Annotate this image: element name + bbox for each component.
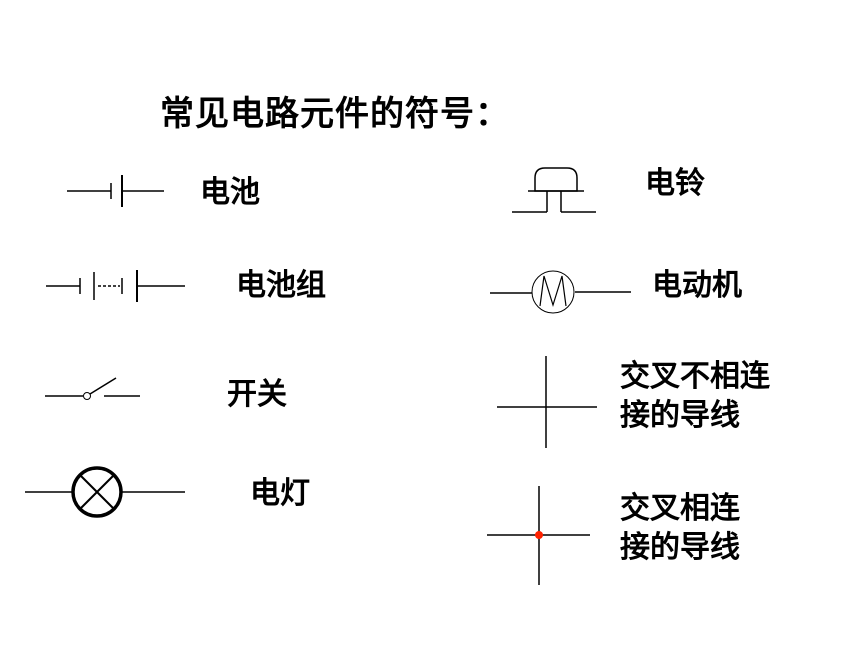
junction-dot [535, 531, 543, 539]
bell-label: 电铃 [645, 166, 705, 201]
switch-label: 开关 [227, 377, 287, 412]
crossing-unconnected-label-line1: 交叉不相连 [620, 359, 770, 394]
motor-symbol [490, 270, 631, 314]
battery-pack-label: 电池组 [236, 268, 326, 303]
page-title: 常见电路元件的符号： [160, 94, 510, 134]
crossing-connected-label-line2: 接的导线 [620, 530, 740, 565]
crossing-unconnected-symbol [497, 356, 597, 448]
bell-symbol [512, 167, 596, 213]
battery-label: 电池 [200, 175, 260, 210]
lamp-label: 电灯 [250, 476, 310, 511]
crossing-unconnected-label-line2: 接的导线 [620, 398, 740, 433]
motor-label: 电动机 [652, 268, 742, 303]
battery-pack-symbol [46, 270, 185, 302]
switch-symbol [45, 377, 140, 400]
crossing-connected-label-line1: 交叉相连 [620, 491, 740, 526]
lamp-symbol [25, 466, 185, 518]
battery-symbol [67, 175, 164, 207]
crossing-connected-symbol [487, 486, 590, 585]
